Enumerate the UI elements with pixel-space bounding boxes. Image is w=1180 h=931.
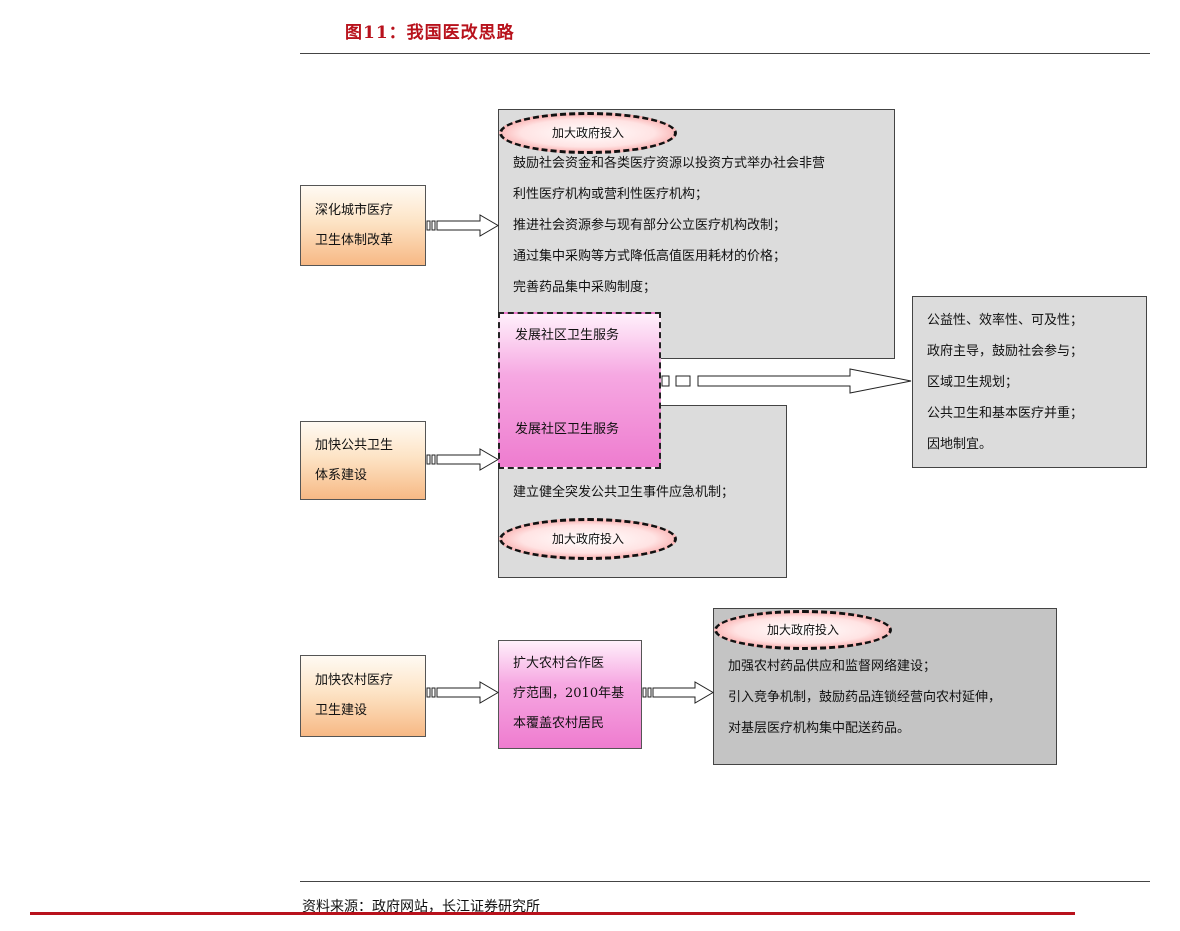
oval-label: 加大政府投入 xyxy=(766,623,839,637)
text-line: 公共卫生和基本医疗并重； xyxy=(927,406,1084,421)
government-investment-oval: 加大政府投入 xyxy=(499,112,677,154)
bottom-accent-bar xyxy=(30,912,1075,915)
text-line: 推进社会资源参与现有部分公立医疗机构改制； xyxy=(513,218,787,233)
urban-reform-node xyxy=(300,185,426,266)
title-divider xyxy=(300,53,1150,54)
text-line: 公益性、效率性、可及性； xyxy=(927,313,1084,328)
text-line: 区域卫生规划； xyxy=(927,375,1019,390)
government-investment-oval: 加大政府投入 xyxy=(714,610,892,650)
reform-principles-text: 公益性、效率性、可及性； 政府主导，鼓励社会参与； 区域卫生规划； 公共卫生和基… xyxy=(927,305,1083,460)
rural-health-node xyxy=(300,655,426,737)
rural-drug-supply-text: 加强农村药品供应和监督网络建设； 引入竞争机制，鼓励药品连锁经营向农村延伸， 对… xyxy=(728,651,1001,744)
text-line: 通过集中采购等方式降低高值医用耗材的价格； xyxy=(513,249,787,264)
node-line: 卫生体制改革 xyxy=(315,233,394,248)
source-note: 资料来源：政府网站，长江证券研究所 xyxy=(302,899,540,915)
urban-reform-details-text: 鼓励社会资金和各类医疗资源以投资方式举办社会非营 利性医疗机构或营利性医疗机构；… xyxy=(513,148,825,303)
text-line: 因地制宜。 xyxy=(927,437,993,452)
urban-reform-node-text: 深化城市医疗 卫生体制改革 xyxy=(315,196,393,256)
footer-divider xyxy=(300,881,1150,882)
text-line: 加强农村药品供应和监督网络建设； xyxy=(728,659,937,674)
node-line: 加快公共卫生 xyxy=(315,438,394,453)
government-investment-oval: 加大政府投入 xyxy=(499,518,677,560)
text-line: 建立健全突发公共卫生事件应急机制； xyxy=(513,485,735,500)
text-line: 扩大农村合作医 xyxy=(513,656,605,671)
text-line: 疗范围，2010年基 xyxy=(513,686,625,701)
text-line: 政府主导，鼓励社会参与； xyxy=(927,344,1084,359)
community-health-label-top: 发展社区卫生服务 xyxy=(515,328,620,343)
text-line: 完善药品集中采购制度； xyxy=(513,280,657,295)
figure-title: 图11：我国医改思路 xyxy=(345,23,515,43)
oval-label: 加大政府投入 xyxy=(551,532,624,546)
text-line: 利性医疗机构或营利性医疗机构； xyxy=(513,187,709,202)
node-line: 加快农村医疗 xyxy=(315,673,394,688)
reform-principles-box xyxy=(912,296,1147,468)
rural-health-node-text: 加快农村医疗 卫生建设 xyxy=(315,666,393,726)
text-line: 鼓励社会资金和各类医疗资源以投资方式举办社会非营 xyxy=(513,156,826,171)
public-health-node xyxy=(300,421,426,500)
oval-label: 加大政府投入 xyxy=(551,126,624,140)
community-health-service-box xyxy=(498,312,661,469)
node-line: 深化城市医疗 xyxy=(315,203,394,218)
rural-cooperative-text: 扩大农村合作医 疗范围，2010年基 本覆盖农村居民 xyxy=(513,649,624,739)
public-health-details-text: 建立健全突发公共卫生事件应急机制； xyxy=(513,477,734,508)
text-line: 对基层医疗机构集中配送药品。 xyxy=(728,721,911,736)
public-health-node-text: 加快公共卫生 体系建设 xyxy=(315,431,393,491)
text-line: 引入竞争机制，鼓励药品连锁经营向农村延伸， xyxy=(728,690,1002,705)
node-line: 体系建设 xyxy=(315,468,368,483)
text-line: 本覆盖农村居民 xyxy=(513,716,605,731)
node-line: 卫生建设 xyxy=(315,703,368,718)
rural-cooperative-box xyxy=(498,640,642,749)
community-health-label-bottom: 发展社区卫生服务 xyxy=(515,422,620,437)
